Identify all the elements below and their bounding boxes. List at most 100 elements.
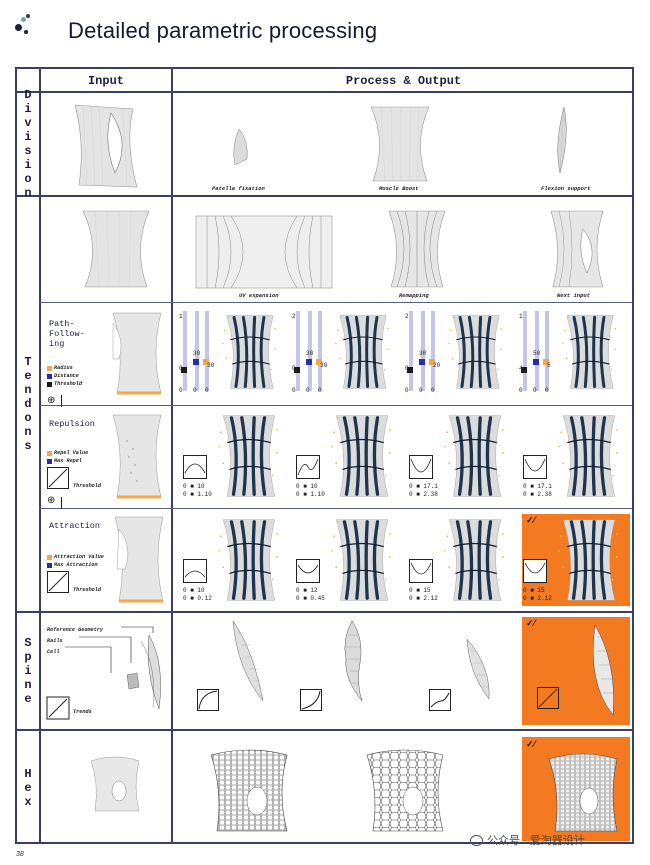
row-label-letter: d bbox=[24, 397, 32, 411]
value-radius: 30 bbox=[207, 362, 215, 369]
label-path-following: Path- Follow- ing bbox=[49, 319, 85, 349]
curve-graph-icon bbox=[523, 559, 547, 583]
value-distance: 50 bbox=[533, 350, 541, 357]
row-label-letter: s bbox=[24, 144, 32, 158]
threshold-graph-icon bbox=[47, 571, 69, 593]
spine-input-diagram bbox=[46, 626, 161, 720]
spine-output-3 bbox=[466, 638, 490, 700]
value-top: 2 bbox=[292, 313, 296, 320]
caption-flexion-support: Flexion support bbox=[541, 185, 591, 192]
grid-divider bbox=[39, 69, 41, 842]
value-low: 0 bbox=[179, 387, 183, 394]
spine-output-final bbox=[592, 624, 614, 716]
logo-dot bbox=[24, 30, 28, 34]
value-row: 0 ■ 2.38 bbox=[523, 491, 552, 498]
logo-dot bbox=[15, 24, 22, 31]
tendon-output-model bbox=[558, 415, 618, 497]
tendon-output-model bbox=[448, 314, 502, 389]
row-label-letter: H bbox=[24, 766, 32, 781]
value-mid: 4 bbox=[519, 365, 523, 372]
row-label-letter: e bbox=[24, 369, 32, 383]
grid-divider bbox=[171, 69, 173, 842]
row-label-letter: S bbox=[24, 636, 32, 650]
caption-muscle-boost: Muscle Boost bbox=[379, 185, 419, 192]
attraction-input-brace bbox=[114, 516, 164, 603]
value-distance: 30 bbox=[306, 350, 314, 357]
legend-swatch bbox=[47, 373, 52, 379]
spine-output-2 bbox=[344, 620, 363, 702]
parameter-bars bbox=[521, 311, 549, 391]
tendon-output-model bbox=[558, 519, 618, 601]
brace-input-model bbox=[74, 104, 138, 188]
plus-circle-icon: ⊕ bbox=[47, 395, 56, 406]
annotation-rails: Rails bbox=[47, 638, 63, 644]
value-zero: 0 bbox=[193, 387, 197, 394]
value-zero: 0 bbox=[306, 387, 310, 394]
curve-graph-icon bbox=[409, 455, 433, 479]
legend-label: Radius bbox=[54, 365, 73, 371]
legend-label: Max Attraction bbox=[54, 562, 98, 568]
grid-divider bbox=[39, 508, 632, 509]
row-label-letter: o bbox=[24, 172, 32, 186]
plus-circle-icon: ⊕ bbox=[47, 495, 56, 506]
tendon-output-model bbox=[218, 415, 278, 497]
legend-repulsion: Repel Value Max Repel bbox=[47, 449, 88, 465]
grid-divider bbox=[39, 405, 632, 406]
threshold-graph-icon bbox=[47, 467, 69, 489]
row-label-letter: n bbox=[24, 383, 32, 397]
tendon-output-model bbox=[222, 314, 276, 389]
legend-label: Distance bbox=[54, 373, 79, 379]
page-number: 38 bbox=[16, 851, 24, 858]
caption-uv-expansion: UV expansion bbox=[239, 292, 279, 299]
separator-tick bbox=[61, 395, 62, 407]
value-row: 0 ■ 1.10 bbox=[296, 491, 325, 498]
threshold-label: Threshold bbox=[73, 587, 102, 593]
tendon-output-model bbox=[331, 519, 391, 601]
row-label-letter: D bbox=[24, 88, 32, 102]
value-zero: 0 bbox=[533, 387, 537, 394]
legend-label: Threshold bbox=[54, 381, 83, 387]
value-row: 0 ■ 10 bbox=[183, 483, 205, 490]
parameter-bars bbox=[407, 311, 435, 391]
legend-label: Attraction Value bbox=[54, 554, 104, 560]
brace-unwrapped-model bbox=[82, 210, 150, 288]
next-input-model bbox=[550, 210, 604, 288]
spine-output-1 bbox=[232, 620, 264, 702]
value-top: 1 bbox=[519, 313, 523, 320]
value-radius: 5 bbox=[547, 362, 551, 369]
row-label-letter: n bbox=[24, 425, 32, 439]
value-low: 0 bbox=[292, 387, 296, 394]
caption-next-input: Next input bbox=[557, 292, 591, 299]
legend-swatch bbox=[47, 554, 52, 560]
row-label-letter: e bbox=[24, 780, 32, 795]
value-row: 0 ■ 0.12 bbox=[183, 595, 212, 602]
path-following-input-brace bbox=[112, 312, 162, 395]
value-row: 0 ■ 10 bbox=[183, 587, 205, 594]
row-label-letter: i bbox=[24, 664, 32, 678]
threshold-label: Threshold bbox=[73, 483, 102, 489]
hex-input-model bbox=[90, 756, 140, 812]
trend-graph-icon bbox=[197, 689, 219, 711]
legend-swatch bbox=[47, 562, 52, 568]
row-label-letter: n bbox=[24, 186, 32, 200]
flexion-support-model bbox=[557, 106, 567, 174]
annotation-reference-geometry: Reference Geometry bbox=[47, 627, 104, 633]
logo-dot bbox=[21, 17, 26, 22]
value-zero: 0 bbox=[545, 387, 549, 394]
repulsion-input-brace bbox=[112, 414, 162, 499]
grid-divider bbox=[17, 195, 632, 197]
value-zero: 0 bbox=[431, 387, 435, 394]
value-top: 1 bbox=[179, 313, 183, 320]
parameter-bars bbox=[294, 311, 322, 391]
value-low: 0 bbox=[405, 387, 409, 394]
value-row: 0 ■ 17.1 bbox=[523, 483, 552, 490]
value-row: 0 ■ 2.38 bbox=[409, 491, 438, 498]
value-row: 0 ■ 15 bbox=[523, 587, 545, 594]
value-top: 2 bbox=[405, 313, 409, 320]
value-radius: 20 bbox=[433, 362, 441, 369]
value-distance: 30 bbox=[193, 350, 201, 357]
grid-divider bbox=[39, 302, 632, 303]
check-mark-icon: ✓⁄ bbox=[526, 515, 536, 525]
